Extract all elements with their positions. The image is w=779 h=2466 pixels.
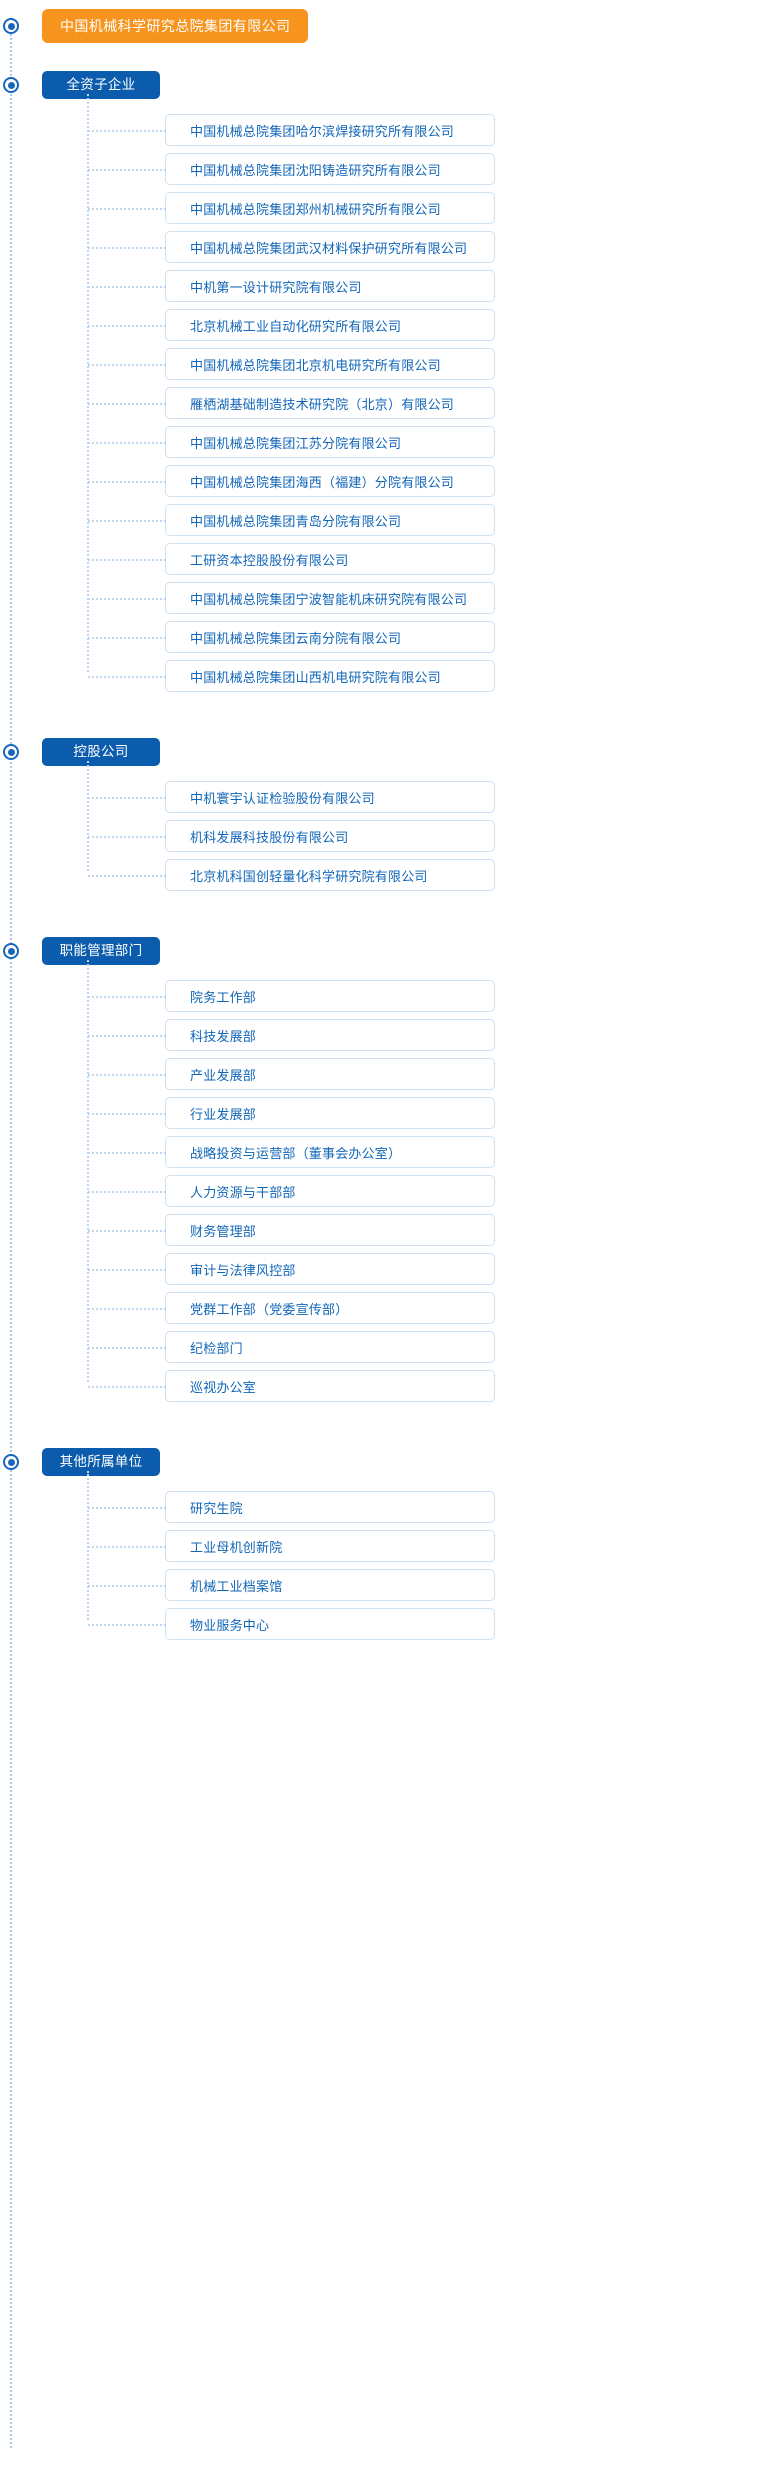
main-trunk-line bbox=[10, 18, 12, 2448]
child-node[interactable]: 财务管理部 bbox=[88, 1214, 495, 1246]
child-node-label: 巡视办公室 bbox=[190, 1379, 257, 1395]
child-node[interactable]: 战略投资与运营部（董事会办公室） bbox=[88, 1136, 495, 1168]
child-node[interactable]: 人力资源与干部部 bbox=[88, 1175, 495, 1207]
child-node[interactable]: 产业发展部 bbox=[88, 1058, 495, 1090]
child-node[interactable]: 党群工作部（党委宣传部） bbox=[88, 1292, 495, 1324]
child-node-label: 中国机械总院集团海西（福建）分院有限公司 bbox=[190, 474, 455, 490]
child-node-label: 中国机械总院集团宁波智能机床研究院有限公司 bbox=[190, 591, 468, 607]
group-header: 职能管理部门 bbox=[0, 928, 779, 974]
child-node[interactable]: 纪检部门 bbox=[88, 1331, 495, 1363]
child-node-label: 院务工作部 bbox=[190, 989, 257, 1005]
child-node[interactable]: 中机寰宇认证检验股份有限公司 bbox=[88, 781, 495, 813]
child-node-label: 机科发展科技股份有限公司 bbox=[190, 829, 349, 845]
group-node-bullet-icon bbox=[0, 74, 22, 96]
child-node-label: 中国机械总院集团北京机电研究所有限公司 bbox=[190, 357, 441, 373]
child-node[interactable]: 中国机械总院集团宁波智能机床研究院有限公司 bbox=[88, 582, 495, 614]
child-node[interactable]: 中国机械总院集团青岛分院有限公司 bbox=[88, 504, 495, 536]
child-node-label: 党群工作部（党委宣传部） bbox=[190, 1301, 349, 1317]
child-node-label: 中机第一设计研究院有限公司 bbox=[190, 279, 362, 295]
child-node-label: 工业母机创新院 bbox=[190, 1539, 283, 1555]
group-header: 全资子企业 bbox=[0, 62, 779, 108]
child-node[interactable]: 中国机械总院集团沈阳铸造研究所有限公司 bbox=[88, 153, 495, 185]
child-node-label: 中国机械总院集团哈尔滨焊接研究所有限公司 bbox=[190, 123, 455, 139]
group-label[interactable]: 全资子企业 bbox=[42, 71, 160, 99]
child-node-label: 中国机械总院集团武汉材料保护研究所有限公司 bbox=[190, 240, 468, 256]
group-node-bullet-icon bbox=[0, 1451, 22, 1473]
child-node[interactable]: 中国机械总院集团郑州机械研究所有限公司 bbox=[88, 192, 495, 224]
child-node[interactable]: 中国机械总院集团山西机电研究院有限公司 bbox=[88, 660, 495, 692]
child-node[interactable]: 中机第一设计研究院有限公司 bbox=[88, 270, 495, 302]
child-node[interactable]: 中国机械总院集团江苏分院有限公司 bbox=[88, 426, 495, 458]
child-node-label: 审计与法律风控部 bbox=[190, 1262, 296, 1278]
child-node-label: 北京机科国创轻量化科学研究院有限公司 bbox=[190, 868, 428, 884]
child-node[interactable]: 中国机械总院集团哈尔滨焊接研究所有限公司 bbox=[88, 114, 495, 146]
group-label[interactable]: 控股公司 bbox=[42, 738, 160, 766]
child-node-label: 战略投资与运营部（董事会办公室） bbox=[190, 1145, 402, 1161]
root-node-bullet-icon bbox=[0, 15, 22, 37]
child-node-label: 中国机械总院集团郑州机械研究所有限公司 bbox=[190, 201, 441, 217]
child-node[interactable]: 研究生院 bbox=[88, 1491, 495, 1523]
child-node[interactable]: 中国机械总院集团北京机电研究所有限公司 bbox=[88, 348, 495, 380]
child-node[interactable]: 院务工作部 bbox=[88, 980, 495, 1012]
child-node-label: 机械工业档案馆 bbox=[190, 1578, 283, 1594]
child-node-label: 研究生院 bbox=[190, 1500, 243, 1516]
child-node[interactable]: 巡视办公室 bbox=[88, 1370, 495, 1402]
group-node-bullet-icon bbox=[0, 741, 22, 763]
spacer bbox=[0, 48, 779, 62]
child-node[interactable]: 审计与法律风控部 bbox=[88, 1253, 495, 1285]
child-node[interactable]: 中国机械总院集团云南分院有限公司 bbox=[88, 621, 495, 653]
child-node-label: 中国机械总院集团山西机电研究院有限公司 bbox=[190, 669, 441, 685]
child-node-label: 中国机械总院集团沈阳铸造研究所有限公司 bbox=[190, 162, 441, 178]
child-node-label: 工研资本控股股份有限公司 bbox=[190, 552, 349, 568]
child-node-label: 中机寰宇认证检验股份有限公司 bbox=[190, 790, 375, 806]
spacer bbox=[0, 699, 779, 729]
spacer bbox=[0, 1647, 779, 1677]
group-2: 职能管理部门院务工作部科技发展部产业发展部行业发展部战略投资与运营部（董事会办公… bbox=[0, 928, 779, 1402]
child-node-label: 雁栖湖基础制造技术研究院（北京）有限公司 bbox=[190, 396, 455, 412]
group-list: 全资子企业中国机械总院集团哈尔滨焊接研究所有限公司中国机械总院集团沈阳铸造研究所… bbox=[0, 62, 779, 1677]
child-node[interactable]: 机械工业档案馆 bbox=[88, 1569, 495, 1601]
child-node[interactable]: 工研资本控股股份有限公司 bbox=[88, 543, 495, 575]
root-node-label[interactable]: 中国机械科学研究总院集团有限公司 bbox=[42, 9, 309, 43]
child-node[interactable]: 机科发展科技股份有限公司 bbox=[88, 820, 495, 852]
child-node[interactable]: 中国机械总院集团武汉材料保护研究所有限公司 bbox=[88, 231, 495, 263]
child-node-label: 北京机械工业自动化研究所有限公司 bbox=[190, 318, 402, 334]
child-node-label: 人力资源与干部部 bbox=[190, 1184, 296, 1200]
root-node-row: 中国机械科学研究总院集团有限公司 bbox=[0, 4, 779, 48]
child-node-label: 中国机械总院集团青岛分院有限公司 bbox=[190, 513, 402, 529]
spacer bbox=[0, 1409, 779, 1439]
child-node-label: 中国机械总院集团江苏分院有限公司 bbox=[190, 435, 402, 451]
child-node-label: 纪检部门 bbox=[190, 1340, 243, 1356]
group-header: 其他所属单位 bbox=[0, 1439, 779, 1485]
group-header: 控股公司 bbox=[0, 729, 779, 775]
group-1: 控股公司中机寰宇认证检验股份有限公司机科发展科技股份有限公司北京机科国创轻量化科… bbox=[0, 729, 779, 891]
child-node[interactable]: 中国机械总院集团海西（福建）分院有限公司 bbox=[88, 465, 495, 497]
group-0: 全资子企业中国机械总院集团哈尔滨焊接研究所有限公司中国机械总院集团沈阳铸造研究所… bbox=[0, 62, 779, 692]
child-node[interactable]: 科技发展部 bbox=[88, 1019, 495, 1051]
child-node[interactable]: 物业服务中心 bbox=[88, 1608, 495, 1640]
child-node[interactable]: 工业母机创新院 bbox=[88, 1530, 495, 1562]
group-children: 研究生院工业母机创新院机械工业档案馆物业服务中心 bbox=[87, 1471, 779, 1640]
child-node[interactable]: 北京机科国创轻量化科学研究院有限公司 bbox=[88, 859, 495, 891]
group-node-bullet-icon bbox=[0, 940, 22, 962]
child-node-label: 中国机械总院集团云南分院有限公司 bbox=[190, 630, 402, 646]
group-label[interactable]: 职能管理部门 bbox=[42, 937, 160, 965]
child-node-label: 物业服务中心 bbox=[190, 1617, 270, 1633]
child-node-label: 财务管理部 bbox=[190, 1223, 257, 1239]
child-node[interactable]: 行业发展部 bbox=[88, 1097, 495, 1129]
group-label[interactable]: 其他所属单位 bbox=[42, 1448, 160, 1476]
child-node-label: 科技发展部 bbox=[190, 1028, 257, 1044]
spacer bbox=[0, 898, 779, 928]
child-node-label: 行业发展部 bbox=[190, 1106, 257, 1122]
child-node[interactable]: 北京机械工业自动化研究所有限公司 bbox=[88, 309, 495, 341]
group-children: 中机寰宇认证检验股份有限公司机科发展科技股份有限公司北京机科国创轻量化科学研究院… bbox=[87, 761, 779, 891]
group-children: 院务工作部科技发展部产业发展部行业发展部战略投资与运营部（董事会办公室） 人力资源… bbox=[87, 960, 779, 1402]
child-node-label: 产业发展部 bbox=[190, 1067, 257, 1083]
group-children: 中国机械总院集团哈尔滨焊接研究所有限公司中国机械总院集团沈阳铸造研究所有限公司中… bbox=[87, 94, 779, 692]
child-node[interactable]: 雁栖湖基础制造技术研究院（北京）有限公司 bbox=[88, 387, 495, 419]
group-3: 其他所属单位研究生院工业母机创新院机械工业档案馆物业服务中心 bbox=[0, 1439, 779, 1640]
